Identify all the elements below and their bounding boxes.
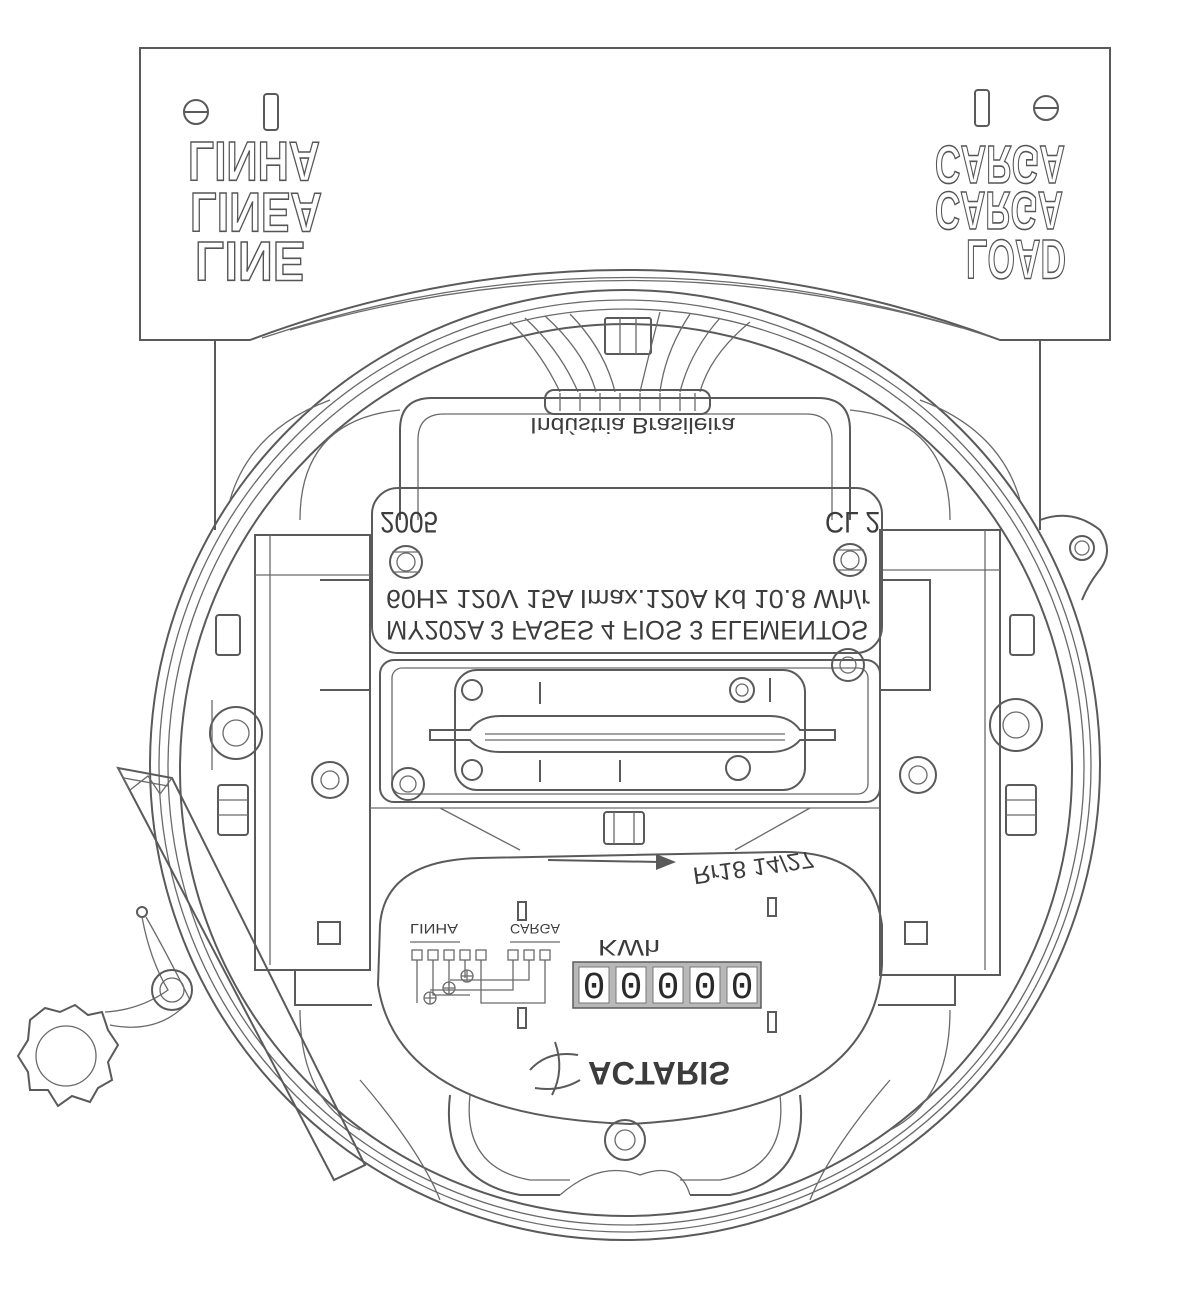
slot-load-terminal <box>974 89 990 127</box>
wiring-schematic: LINHA CARGA <box>410 921 561 1005</box>
left-terminal-screw <box>209 706 263 760</box>
left-coil-block <box>209 534 372 1006</box>
mounting-hole <box>1069 535 1095 561</box>
line-label-linea: LINEA <box>190 181 322 244</box>
disk-window-screw-left <box>391 767 425 801</box>
schematic-load-label: CARGA <box>510 921 561 937</box>
nameplate-seal-right <box>833 543 867 577</box>
seal-face <box>35 1025 97 1087</box>
ring-2 <box>158 299 1092 1233</box>
slot-line-terminal <box>263 93 279 131</box>
brand-logo-icon <box>529 1041 581 1096</box>
screw-load-terminal <box>1033 95 1059 121</box>
cover-rings <box>149 289 1101 1241</box>
load-label-carga-2: CARGA <box>935 180 1063 240</box>
seal-body <box>16 1003 120 1108</box>
base-screw <box>604 1119 646 1161</box>
register-digit-4: 0 <box>694 967 717 1010</box>
register-digit-1: 0 <box>583 967 606 1010</box>
mounting-tab <box>1039 514 1108 601</box>
nameplate: 2005 CL 2 60Hz 120V 15A Imax.120A Kd 10.… <box>371 487 883 654</box>
rotor-disk <box>429 715 836 753</box>
terminal-plate <box>139 47 1111 341</box>
screw-line-terminal <box>183 99 209 125</box>
register-unit: KWh <box>598 935 660 960</box>
line-label-linha: LINHA <box>188 130 320 193</box>
terminal-connector <box>544 389 711 415</box>
load-label-load: LOAD <box>966 228 1066 291</box>
line-label-line: LINE <box>195 230 305 293</box>
disk-carrier <box>454 669 806 791</box>
brand-name: ACTARIS <box>588 1055 730 1091</box>
outer-ring <box>149 289 1101 1241</box>
inner-ring <box>179 323 1073 1217</box>
register: Rr18 14/27 KWh 0 0 0 0 0 LINHA CARGA <box>376 845 883 1126</box>
left-post <box>311 761 349 799</box>
adjust-screw-bottom <box>725 755 751 781</box>
ring-3 <box>167 308 1085 1226</box>
top-frame <box>229 317 1021 521</box>
right-terminal-screw <box>989 698 1043 752</box>
disk-window <box>379 648 881 803</box>
base-conductors <box>299 1009 951 1201</box>
nameplate-model: MY202A 3 FASES 4 FIOS 3 ELEMENTOS <box>386 615 868 645</box>
seal-ring <box>151 969 193 1011</box>
wire-bundle <box>509 311 751 415</box>
register-faceplate <box>376 850 883 1126</box>
nameplate-ratings: 60Hz 120V 15A Imax.120A Kd 10.8 Wh/r <box>386 584 870 614</box>
nameplate-frame <box>371 487 883 654</box>
register-digit-2: 0 <box>620 967 643 1010</box>
plate-inner-arc-2 <box>289 279 963 331</box>
schematic-line-label: LINHA <box>410 921 459 937</box>
register-gear <box>603 811 645 845</box>
terminal-plate-group: LINHA LINEA LINE CARGA CARGA LOAD <box>139 47 1111 530</box>
seal-wire <box>104 916 191 1028</box>
adjust-screw-top <box>729 677 755 703</box>
load-label-carga: CARGA <box>935 134 1065 194</box>
nameplate-year: 2005 <box>380 505 438 538</box>
origin-label: Indústria Brasileira <box>530 413 736 438</box>
plate-inner-arc <box>261 276 989 339</box>
lower-frame <box>370 807 880 870</box>
top-connector-block <box>604 317 652 355</box>
disk-window-frame <box>379 659 881 803</box>
disk-window-screw-right <box>831 648 865 682</box>
seal-tag <box>116 766 367 1182</box>
rotation-arrowhead <box>656 854 676 870</box>
nameplate-class: CL 2 <box>825 505 880 538</box>
right-post <box>899 756 937 794</box>
register-digit-3: 0 <box>657 967 680 1010</box>
security-seal <box>16 766 367 1182</box>
rotation-arrow <box>547 859 661 863</box>
right-coil-block <box>215 529 1043 1006</box>
nameplate-seal-left <box>389 545 423 579</box>
register-digit-5: 0 <box>731 967 754 1010</box>
